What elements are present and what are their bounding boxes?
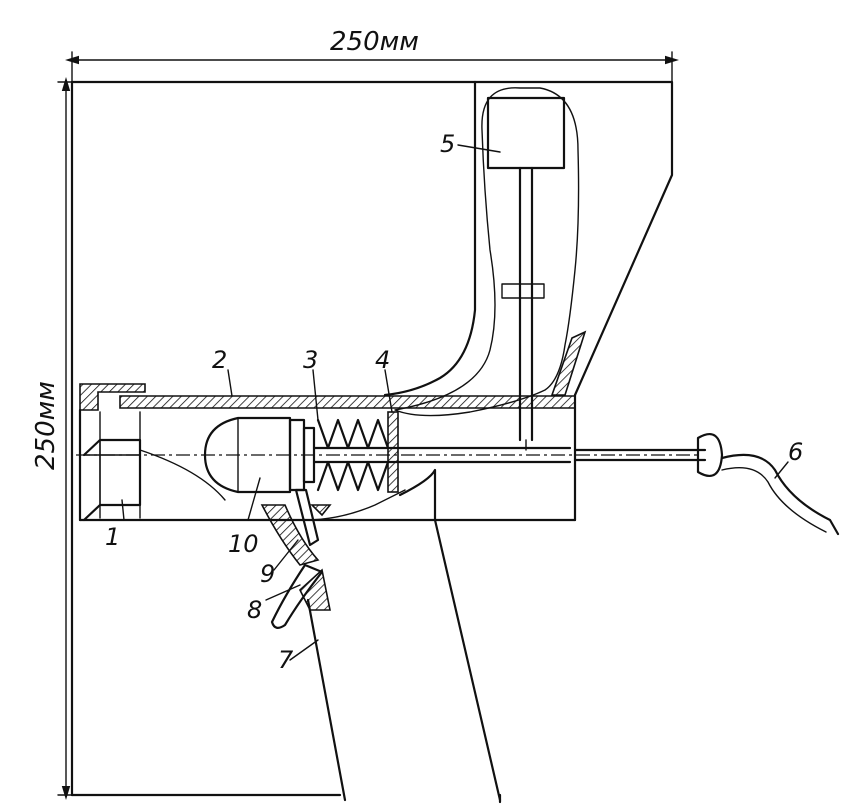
label-9: 9 — [260, 560, 275, 588]
label-2: 2 — [212, 346, 227, 374]
label-4: 4 — [375, 346, 390, 374]
part-8-trigger — [270, 504, 332, 629]
part-6-cord — [573, 433, 840, 536]
part-4-stop — [387, 411, 399, 493]
label-1: 1 — [105, 523, 120, 551]
part-7-handle — [299, 468, 502, 802]
label-7: 7 — [278, 646, 294, 674]
part-labels: 1 2 3 4 5 6 7 8 9 10 — [105, 130, 803, 674]
width-dimension: 250мм — [65, 27, 679, 83]
leader-lines — [121, 144, 789, 661]
part-1-nozzle — [82, 438, 226, 522]
label-8: 8 — [247, 596, 262, 624]
label-6: 6 — [788, 438, 803, 466]
part-10-piston — [203, 416, 572, 494]
width-dimension-label: 250мм — [330, 27, 419, 57]
part-9-lever — [260, 488, 320, 566]
height-dimension: 250мм — [31, 77, 81, 800]
upper-housing — [383, 80, 674, 417]
bounding-frame — [70, 80, 502, 804]
height-dimension-label: 250мм — [31, 381, 61, 470]
label-10: 10 — [228, 530, 259, 558]
label-5: 5 — [440, 130, 455, 158]
part-5-block — [486, 96, 566, 451]
part-3-spring — [316, 418, 390, 492]
label-3: 3 — [303, 346, 318, 374]
